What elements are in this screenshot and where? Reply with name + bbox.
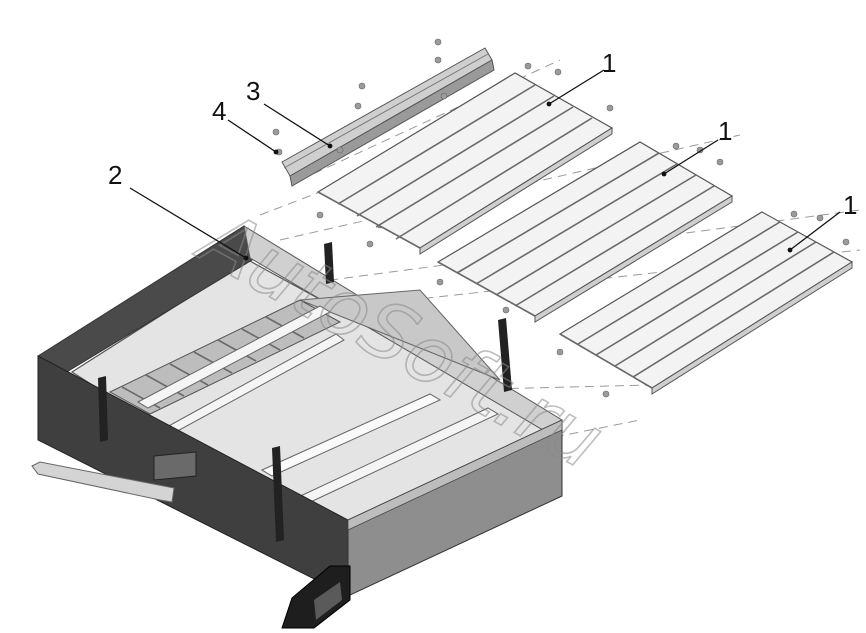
- panel-part-1-middle: [436, 141, 734, 323]
- detached-strut: [31, 461, 175, 503]
- rail-part-3: [281, 47, 495, 187]
- panel-part-1-top: [316, 72, 614, 255]
- callout-1-top: 1: [602, 48, 616, 78]
- frame-body-part-2: [37, 224, 563, 629]
- callout-1-bottom: 1: [843, 190, 857, 220]
- callout-1-middle: 1: [718, 116, 732, 146]
- callout-4: 4: [212, 96, 226, 126]
- callout-2: 2: [108, 160, 122, 190]
- callout-3: 3: [246, 76, 260, 106]
- panel-part-1-bottom: [558, 211, 854, 395]
- callout-labels: 1 1 1 2 3 4: [108, 48, 857, 220]
- leader-lines: [129, 69, 841, 261]
